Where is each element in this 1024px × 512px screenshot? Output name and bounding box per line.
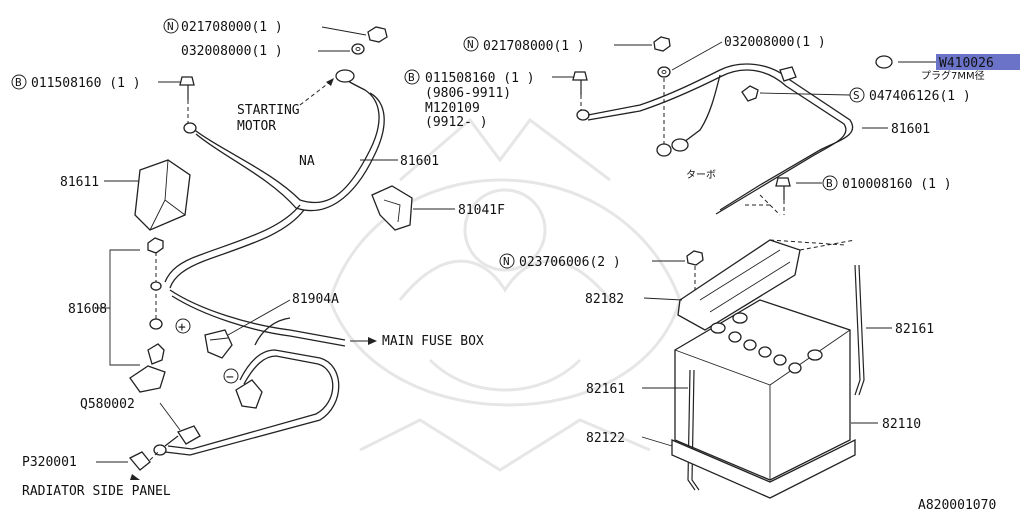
label-plug-note: プラグ7MM径: [921, 69, 985, 82]
label-82161-right: 82161: [895, 322, 934, 337]
watermark-emblem: [328, 117, 682, 472]
tray-82122: 82122: [586, 431, 856, 499]
battery-82110: 82110: [674, 299, 921, 481]
terminal-81608: 81608: [68, 237, 166, 393]
plus-sign: +: [178, 320, 186, 335]
starting-motor-label: STARTING MOTOR: [237, 78, 334, 134]
label-021708000-left: 021708000(1 ): [181, 20, 283, 35]
label-date-9806-9911: (9806-9911): [425, 86, 511, 101]
label-main-fuse-box: MAIN FUSE BOX: [382, 334, 484, 349]
battery-cells: [710, 312, 823, 374]
label-011508160-right: 011508160 (1 ): [425, 71, 535, 86]
label-na: NA: [299, 154, 315, 169]
s-circle-letter: S: [853, 89, 860, 102]
rod-82161-left: 82161: [586, 369, 700, 491]
nut-021708000-right: N 021708000(1 ): [463, 36, 671, 54]
label-m120109: M120109: [425, 101, 480, 116]
label-81601-left: 81601: [400, 154, 439, 169]
bolt-q580002: Q580002: [80, 397, 201, 447]
label-021708000-right: 021708000(1 ): [483, 39, 585, 54]
b-circle-letter: B: [15, 76, 22, 89]
washer-032008000-right: 032008000(1 ): [656, 35, 826, 157]
label-turbo: ターボ: [686, 169, 716, 181]
plug-w410026: W410026 プラグ7MM径: [875, 54, 1020, 82]
label-starting: STARTING: [237, 103, 300, 118]
label-motor: MOTOR: [237, 119, 276, 134]
bolt-011508160-left: B 011508160 (1 ): [11, 74, 195, 125]
label-82122: 82122: [586, 431, 625, 446]
bolt-010008160: B 010008160 (1 ): [775, 175, 952, 215]
washer-032008000-left: 032008000(1 ): [181, 43, 365, 59]
cable-81601-left: NA 81601: [164, 69, 439, 289]
polarity-markers: + −: [175, 318, 239, 385]
clip-81041f: 81041F: [371, 185, 505, 231]
minus-sign: −: [226, 370, 234, 385]
label-81611: 81611: [60, 175, 99, 190]
b-circle-letter: B: [408, 71, 415, 84]
plug-highlight: [936, 54, 1020, 70]
label-date-9912: (9912- ): [425, 115, 488, 130]
label-radiator-side-panel: RADIATOR SIDE PANEL: [22, 484, 171, 499]
screw-047406126: S 047406126(1 ): [741, 85, 971, 104]
bolt-011508160-right: B 011508160 (1 ) (9806-9911) M120109 (99…: [404, 69, 588, 130]
clip-p320001: P320001 RADIATOR SIDE PANEL: [22, 451, 171, 499]
label-p320001: P320001: [22, 455, 77, 470]
label-q580002: Q580002: [80, 397, 135, 412]
n-circle-letter: N: [167, 20, 174, 33]
label-81608: 81608: [68, 302, 107, 317]
label-023706006: 023706006(2 ): [519, 255, 621, 270]
clamp-81904a: 81904A: [204, 292, 339, 359]
holder-82182: 82182: [585, 239, 856, 331]
label-81601-right: 81601: [891, 122, 930, 137]
figure-id: A820001070: [918, 498, 996, 512]
main-fuse-box-lead: MAIN FUSE BOX: [169, 289, 484, 349]
label-011508160-left: 011508160 (1 ): [31, 76, 141, 91]
label-032008000-left: 032008000(1 ): [181, 44, 283, 59]
nut-023706006: N 023706006(2 ): [499, 250, 704, 290]
rod-82161-right: 82161: [854, 264, 934, 396]
b-circle-letter: B: [826, 177, 833, 190]
label-82161-left: 82161: [586, 382, 625, 397]
cable-81601-right: 81601 ターボ: [576, 63, 930, 216]
label-82110: 82110: [882, 417, 921, 432]
label-w410026: W410026: [939, 56, 994, 71]
cover-81611: 81611: [60, 159, 191, 231]
nut-021708000-left: N 021708000(1 ): [163, 18, 388, 43]
label-047406126: 047406126(1 ): [869, 89, 971, 104]
negative-cable: [153, 317, 340, 456]
label-81041f: 81041F: [458, 203, 505, 218]
n-circle-letter: N: [503, 255, 510, 268]
label-010008160: 010008160 (1 ): [842, 177, 952, 192]
n-circle-letter: N: [467, 38, 474, 51]
label-81904a: 81904A: [292, 292, 339, 307]
label-032008000-right: 032008000(1 ): [724, 35, 826, 50]
label-82182: 82182: [585, 292, 624, 307]
